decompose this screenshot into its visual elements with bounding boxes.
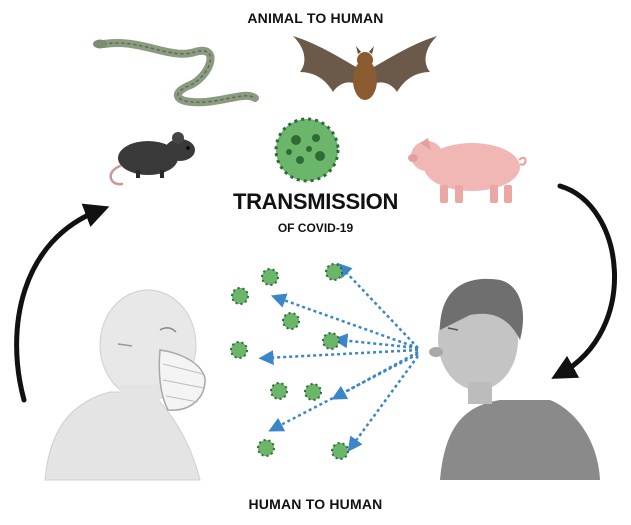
virus-particle [232,288,248,304]
virus-particle [231,342,247,358]
virus-particles [231,264,348,459]
virus-particle [323,333,339,349]
virus-particle [332,443,348,459]
virus-particle [271,383,287,399]
cycle-arrow-left [17,210,100,400]
virus-particle [305,384,321,400]
droplet-arrows [266,268,418,446]
diagram-subtitle: OF COVID-19 [0,221,631,235]
droplet-arrow [266,350,418,358]
snake-icon [93,40,255,103]
droplet-arrow [275,354,418,428]
exhaling-person-icon [429,279,600,480]
masked-person-icon [45,290,205,480]
bat-icon [293,36,437,100]
animal-to-human-label: ANIMAL TO HUMAN [0,10,631,26]
droplet-arrow [342,268,418,348]
virus-particle [258,440,274,456]
virus-particle [283,313,299,329]
rat-icon [111,132,195,184]
diagram-title: TRANSMISSION [0,189,631,215]
virus-particle [262,269,278,285]
coronavirus-icon [276,119,338,181]
human-to-human-label: HUMAN TO HUMAN [0,496,631,512]
virus-particle [326,264,342,280]
